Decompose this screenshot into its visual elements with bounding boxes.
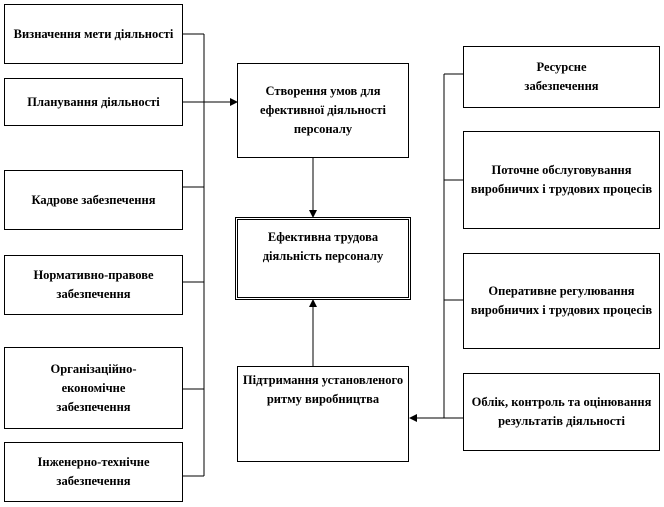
box-label: Кадрове забезпечення bbox=[31, 192, 156, 207]
box-label: Нормативно-правове забезпечення bbox=[33, 268, 154, 301]
right-box-regulation: Оперативне регулювання виробничих і труд… bbox=[463, 253, 660, 349]
right-box-accounting: Облік, контроль та оцінювання результаті… bbox=[463, 373, 660, 451]
box-label: Ефективна трудова діяльність персоналу bbox=[262, 230, 384, 263]
center-box-rhythm: Підтримання установленого ритму виробниц… bbox=[237, 366, 409, 462]
left-box-organizational: Організаційно-економічне забезпечення bbox=[4, 347, 183, 429]
box-label: Створення умов для ефективної діяльності… bbox=[259, 84, 387, 136]
box-label: Ресурсне забезпечення bbox=[524, 60, 599, 93]
left-box-engineering: Інженерно-технічне забезпечення bbox=[4, 442, 183, 502]
left-box-goal-definition: Визначення мети діяльності bbox=[4, 4, 183, 64]
box-label: Організаційно-економічне забезпечення bbox=[50, 361, 137, 414]
box-label: Визначення мети діяльності bbox=[13, 26, 174, 41]
center-box-conditions: Створення умов для ефективної діяльності… bbox=[237, 63, 409, 158]
box-label: Інженерно-технічне забезпечення bbox=[37, 455, 150, 488]
box-label: Підтримання установленого ритму виробниц… bbox=[242, 373, 404, 406]
left-box-legal: Нормативно-правове забезпечення bbox=[4, 255, 183, 315]
box-label: Планування діяльності bbox=[27, 94, 160, 109]
box-label: Поточне обслуговування виробничих і труд… bbox=[470, 163, 653, 196]
right-box-resources: Ресурсне забезпечення bbox=[463, 46, 660, 108]
left-box-planning: Планування діяльності bbox=[4, 78, 183, 126]
center-box-effective-work: Ефективна трудова діяльність персоналу bbox=[235, 217, 411, 300]
box-label: Оперативне регулювання виробничих і труд… bbox=[470, 284, 653, 317]
left-box-staffing: Кадрове забезпечення bbox=[4, 170, 183, 230]
box-label: Облік, контроль та оцінювання результаті… bbox=[471, 395, 652, 428]
right-box-maintenance: Поточне обслуговування виробничих і труд… bbox=[463, 131, 660, 229]
